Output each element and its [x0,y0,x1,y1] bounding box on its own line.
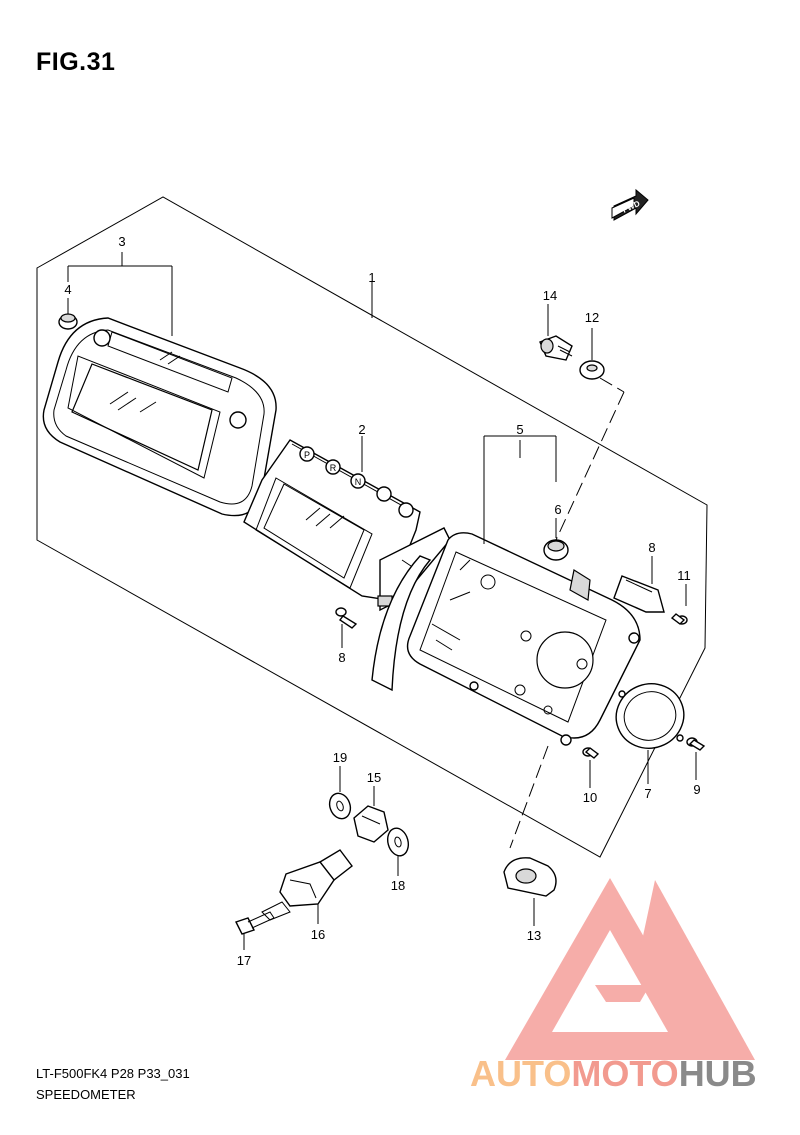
callout-2: 2 [358,422,365,437]
washer-18 [386,827,410,857]
callout-9: 9 [693,782,700,797]
callout-13: 13 [527,928,541,943]
callout-14: 14 [543,288,557,303]
callout-19: 19 [333,750,347,765]
watermark-moto: MOTO [571,1053,678,1094]
callout-numbers: 1 2 3 4 5 6 7 8 8 9 10 11 12 13 14 15 16… [64,234,700,968]
bolt-17 [235,911,275,935]
figure-caption: SPEEDOMETER [36,1087,136,1102]
indicator-r: R [330,463,337,473]
watermark-logo [505,878,755,1060]
callout-5: 5 [516,422,523,437]
sensor-rotor-15 [353,805,389,843]
callout-1: 1 [368,270,375,285]
meter-cover-bezel [42,317,277,517]
callout-6: 6 [554,502,561,517]
cover-cap [58,313,78,330]
lcd-indicator-panel [243,439,451,612]
screw-8 [335,607,358,629]
watermark-text: AUTOMOTOHUB [470,1053,757,1094]
watermark-hub: HUB [679,1053,757,1094]
grommet-13 [503,857,557,897]
indicator-n: N [355,477,362,487]
grommet [543,539,569,561]
collar-12 [579,360,605,380]
callout-10: 10 [583,790,597,805]
callout-3: 3 [118,234,125,249]
gear-indicator-lamps: P R N [299,446,414,518]
callout-17: 17 [237,953,251,968]
watermark-auto: AUTO [470,1053,571,1094]
indicator-p: P [304,450,310,460]
assembly-boundary [36,196,708,858]
callout-8-label-plate: 8 [648,540,655,555]
gasket-ring [615,683,685,749]
speed-sensor-16 [261,849,353,921]
label-plate [613,575,665,613]
forward-direction-arrow [611,188,649,221]
svg-text:AUTOMOTOHUB: AUTOMOTOHUB [470,1053,757,1094]
callout-16: 16 [311,927,325,942]
callout-4: 4 [64,282,71,297]
screw-10 [582,747,600,759]
figure-title: FIG.31 [36,48,116,76]
meter-case [371,532,641,746]
callout-8-screw: 8 [338,650,345,665]
washer-19 [328,792,352,820]
callout-12: 12 [585,310,599,325]
callout-7: 7 [644,786,651,801]
screw-9 [686,737,706,751]
leader-lines [67,252,697,950]
callout-11: 11 [677,568,691,583]
callout-15: 15 [367,770,381,785]
callout-18: 18 [391,878,405,893]
bolt-14 [539,335,573,361]
model-code: LT-F500FK4 P28 P33_031 [36,1066,190,1081]
screw-11 [670,613,688,625]
